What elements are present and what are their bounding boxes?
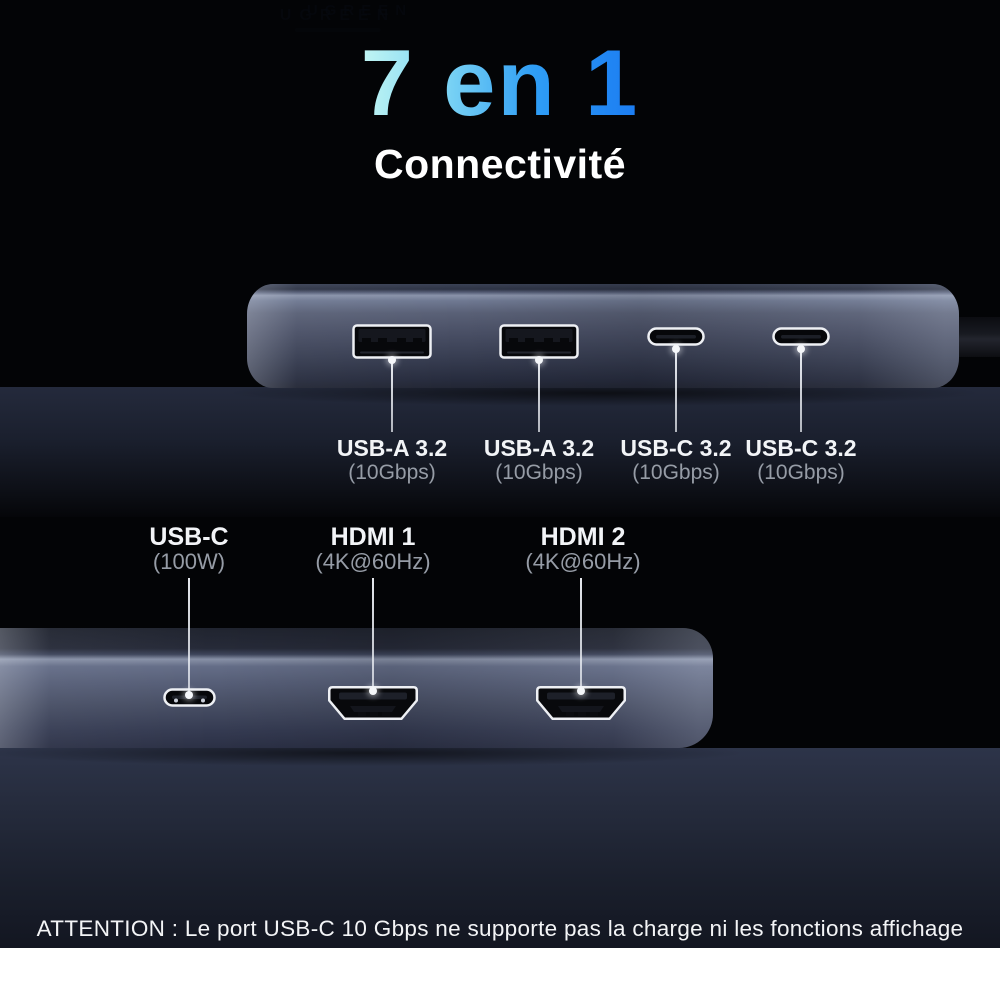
usb-a-icon [499,324,579,359]
attention-warning-text: ATTENTION : Le port USB-C 10 Gbps ne sup… [36,916,964,941]
leader-dot [388,356,396,364]
leader-line [580,578,582,691]
page-subtitle: Connectivité [373,141,627,187]
leader-line [372,578,374,691]
usb-a-port-2 [499,324,579,359]
bottom-white-strip [0,948,1000,1000]
port-label-usb-c-1: USB-C 3.2 (10Gbps) [620,435,732,485]
leader-line [800,349,802,432]
leader-line [675,349,677,432]
page-title: 7 en 1 [360,30,640,135]
brand-logo-rear: UGREEN [306,2,414,19]
leader-dot [185,691,193,699]
port-label-usb-a-1: USB-A 3.2 (10Gbps) [336,435,448,485]
port-label-usb-c-2: USB-C 3.2 (10Gbps) [745,435,857,485]
hdmi-port-2 [536,686,626,720]
usb-c-port-2 [772,327,830,346]
brand-logo-front: UGREEN [280,7,396,32]
leader-dot [577,687,585,695]
leader-line [538,360,540,432]
header: 7 en 1 Connectivité [0,36,1000,187]
upper-table-surface [0,387,1000,517]
logo-subline [294,28,381,32]
port-label-hdmi-2: HDMI 2 (4K@60Hz) [525,523,641,574]
hdmi-icon [536,686,626,720]
leader-dot [797,345,805,353]
port-label-usb-c-pd: USB-C (100W) [149,523,229,574]
usb-c-icon [772,327,830,346]
leader-dot [672,345,680,353]
hdmi-icon [328,686,418,720]
hdmi-port-1 [328,686,418,720]
lower-table-surface [0,748,1000,948]
leader-dot [535,356,543,364]
leader-line [188,578,190,695]
port-label-hdmi-1: HDMI 1 (4K@60Hz) [315,523,431,574]
usb-c-icon [647,327,705,346]
usb-a-port-1 [352,324,432,359]
leader-dot [369,687,377,695]
leader-line [391,360,393,432]
usb-a-icon [352,324,432,359]
port-label-usb-a-2: USB-A 3.2 (10Gbps) [483,435,595,485]
usb-c-port-1 [647,327,705,346]
